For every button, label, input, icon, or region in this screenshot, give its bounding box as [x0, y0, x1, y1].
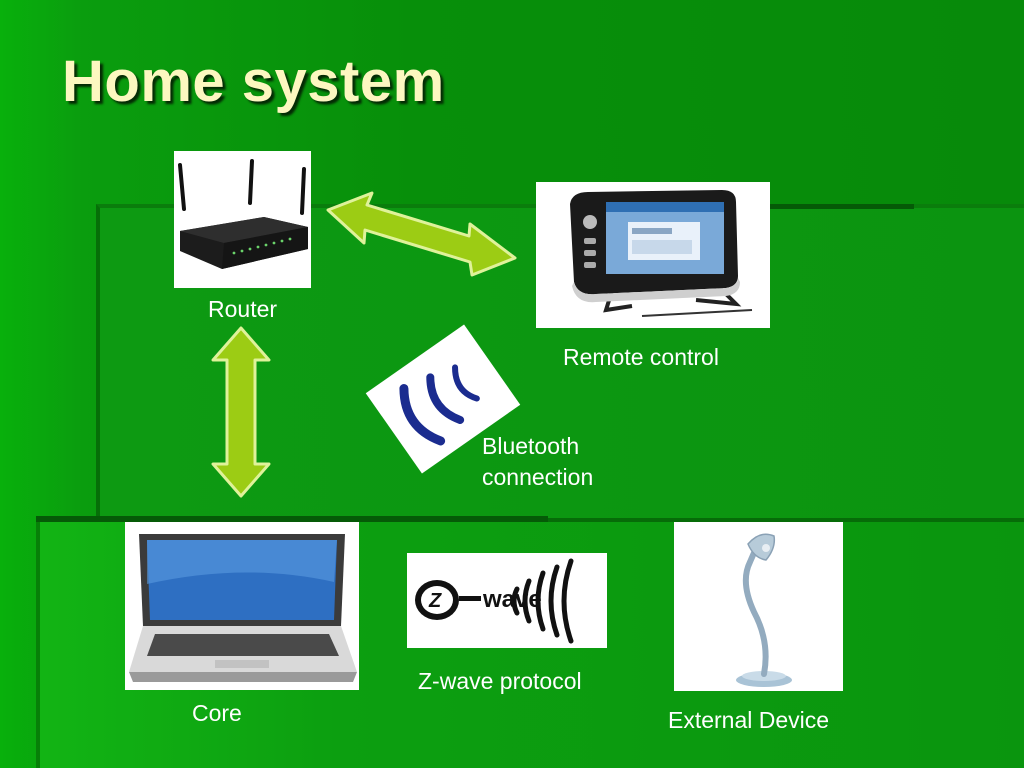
router-icon	[178, 159, 308, 269]
label-external-device: External Device	[668, 707, 830, 733]
zwave-logo-word: wave	[482, 586, 542, 613]
label-zwave-protocol: Z-wave protocol	[418, 668, 582, 694]
core-image	[125, 522, 359, 690]
router-image	[174, 151, 311, 288]
divider-line-upper	[770, 204, 914, 209]
slide-title: Home system	[62, 49, 445, 114]
lamp-icon	[736, 533, 792, 687]
zwave-logo: Z wave	[415, 558, 574, 644]
label-router: Router	[208, 296, 278, 322]
bluetooth-icon	[399, 364, 480, 446]
zwave-logo-z: Z	[428, 590, 442, 612]
zwave-image: Z wave	[407, 553, 607, 648]
label-bluetooth-line2: connection	[482, 464, 594, 490]
label-remote-control: Remote control	[563, 344, 719, 370]
external-device-image	[674, 522, 843, 691]
arrow-router-remote	[326, 191, 517, 277]
arrow-router-core	[211, 326, 271, 498]
divider-line-lower	[36, 516, 548, 522]
bluetooth-image	[365, 324, 521, 474]
label-core: Core	[192, 700, 242, 726]
label-bluetooth-line1: Bluetooth	[482, 433, 580, 459]
remote-control-image	[536, 182, 770, 328]
laptop-icon	[129, 534, 357, 682]
tablet-icon	[570, 190, 753, 317]
